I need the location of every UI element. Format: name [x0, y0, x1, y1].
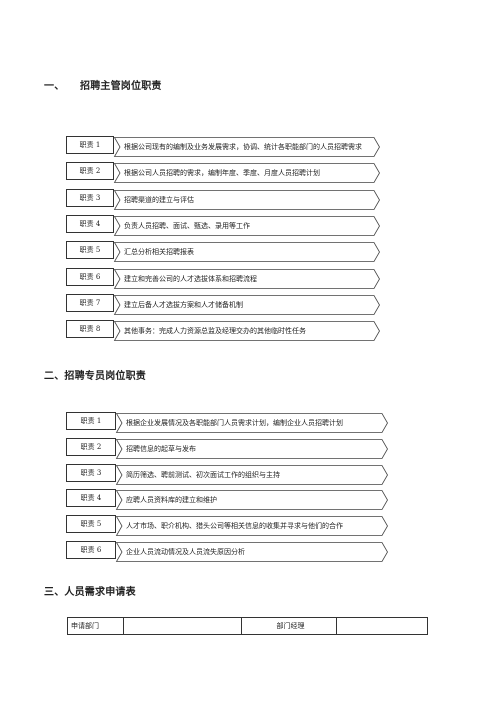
- section1-title: 招聘主管岗位职责: [80, 81, 162, 92]
- duty-text: 根据企业发展情况及各职能部门人员需求计划，编制企业人员招聘计划: [126, 419, 343, 427]
- duty-label: 职责 8: [66, 320, 114, 339]
- chevron-shape: [113, 215, 380, 236]
- duty-row: 职责 1 根据公司现有的编制及业务发展需求，协调、统计各职能部门的人员招聘需求: [66, 136, 380, 157]
- duty-label: 职责 4: [66, 489, 116, 508]
- chevron-shape: [113, 242, 380, 263]
- duty-arrow-box: 根据公司现有的编制及业务发展需求，协调、统计各职能部门的人员招聘需求: [113, 137, 380, 157]
- duty-label: 职责 1: [66, 412, 116, 430]
- chevron-shape: [115, 464, 388, 485]
- duty-arrow-box: 负责人员招聘、面试、甄选、录用等工作: [113, 215, 380, 236]
- chevron-shape: [115, 542, 388, 562]
- section2-title: 二、招聘专员岗位职责: [44, 371, 146, 382]
- personnel-request-table: 申请部门 部门经理: [67, 617, 428, 635]
- duty-label: 职责 5: [66, 241, 114, 260]
- duty-arrow-box: 招聘信息的起草与发布: [115, 438, 388, 459]
- chevron-shape: [113, 137, 380, 157]
- chevron-shape: [113, 268, 380, 289]
- duty-text: 建立后备人才选拔方案和人才储备机制: [124, 300, 243, 309]
- chevron-shape: [115, 438, 388, 459]
- duty-row: 职责 2 招聘信息的起草与发布: [66, 437, 388, 459]
- duty-row: 职责 4 负责人员招聘、面试、甄选、录用等工作: [66, 214, 380, 236]
- duty-row: 职责 8 其他事务：完成人力资源总监及经理交办的其他临时性任务: [66, 320, 380, 341]
- table-cell-manager-value[interactable]: [336, 617, 428, 635]
- duty-label: 职责 4: [66, 214, 114, 233]
- duty-row: 职责 4 应聘人员资料库的建立和维护: [66, 489, 388, 511]
- duty-label: 职责 6: [66, 541, 116, 559]
- duty-label: 职责 3: [66, 463, 116, 482]
- chevron-shape: [113, 294, 380, 315]
- duty-text: 建立和完善公司的人才选拔体系和招聘流程: [124, 274, 257, 283]
- chevron-shape: [113, 163, 380, 184]
- duty-label: 职责 3: [66, 188, 114, 207]
- section1-number: 一、: [44, 81, 65, 92]
- duty-row: 职责 2 根据公司人员招聘的需求，编制年度、季度、月度人员招聘计划: [66, 162, 380, 184]
- duty-arrow-box: 应聘人员资料库的建立和维护: [115, 490, 388, 511]
- duty-text: 人才市场、职介机构、猎头公司等相关信息的收集并寻求与他们的合作: [126, 522, 343, 531]
- duty-text: 根据公司人员招聘的需求，编制年度、季度、月度人员招聘计划: [124, 169, 320, 178]
- duty-label: 职责 2: [66, 437, 116, 456]
- duty-text: 招聘信息的起草与发布: [126, 444, 196, 453]
- section1-heading: 一、 招聘主管岗位职责: [44, 77, 162, 92]
- duty-label: 职责 7: [66, 293, 114, 312]
- duty-row: 职责 6 企业人员流动情况及人员流失原因分析: [66, 541, 388, 562]
- table-row: 申请部门 部门经理: [67, 617, 428, 635]
- duty-row: 职责 5 汇总分析相关招聘报表: [66, 241, 380, 263]
- duty-arrow-box: 其他事务：完成人力资源总监及经理交办的其他临时性任务: [113, 321, 380, 341]
- chevron-shape: [115, 413, 388, 433]
- duty-arrow-box: 招聘渠道的建立与评估: [113, 189, 380, 210]
- table-cell-manager-label: 部门经理: [241, 617, 337, 635]
- duty-label: 职责 2: [66, 162, 114, 181]
- table-cell-dept-value[interactable]: [123, 617, 242, 635]
- duty-arrow-box: 简历筛选、聘前测试、初次面试工作的组织与主持: [115, 464, 388, 485]
- section3-title: 三、人员需求申请表: [44, 587, 136, 598]
- duty-row: 职责 1 根据企业发展情况及各职能部门人员需求计划，编制企业人员招聘计划: [66, 412, 388, 433]
- duty-label: 职责 1: [66, 136, 114, 154]
- duty-label: 职责 5: [66, 515, 116, 534]
- duty-row: 职责 5 人才市场、职介机构、猎头公司等相关信息的收集并寻求与他们的合作: [66, 515, 388, 537]
- duty-arrow-box: 企业人员流动情况及人员流失原因分析: [115, 542, 388, 562]
- duty-row: 职责 6 建立和完善公司的人才选拔体系和招聘流程: [66, 267, 380, 289]
- chevron-shape: [115, 516, 388, 537]
- duty-text: 汇总分析相关招聘报表: [124, 248, 194, 257]
- duty-label: 职责 6: [66, 267, 114, 286]
- duty-arrow-box: 汇总分析相关招聘报表: [113, 242, 380, 263]
- duty-arrow-box: 建立后备人才选拔方案和人才储备机制: [113, 294, 380, 315]
- duty-arrow-box: 根据企业发展情况及各职能部门人员需求计划，编制企业人员招聘计划: [115, 413, 388, 433]
- duty-text: 负责人员招聘、面试、甄选、录用等工作: [124, 221, 250, 230]
- duty-text: 简历筛选、聘前测试、初次面试工作的组织与主持: [126, 470, 280, 479]
- duty-row: 职责 3 招聘渠道的建立与评估: [66, 188, 380, 210]
- duty-text: 根据公司现有的编制及业务发展需求，协调、统计各职能部门的人员招聘需求: [124, 143, 362, 151]
- duty-text: 企业人员流动情况及人员流失原因分析: [126, 548, 245, 556]
- chevron-shape: [113, 189, 380, 210]
- duty-row: 职责 7 建立后备人才选拔方案和人才储备机制: [66, 293, 380, 315]
- duty-text: 应聘人员资料库的建立和维护: [126, 496, 217, 505]
- table-cell-dept-label: 申请部门: [67, 617, 124, 635]
- duty-arrow-box: 建立和完善公司的人才选拔体系和招聘流程: [113, 268, 380, 289]
- duty-arrow-box: 人才市场、职介机构、猎头公司等相关信息的收集并寻求与他们的合作: [115, 516, 388, 537]
- duty-arrow-box: 根据公司人员招聘的需求，编制年度、季度、月度人员招聘计划: [113, 163, 380, 184]
- chevron-shape: [113, 321, 380, 341]
- chevron-shape: [115, 490, 388, 511]
- duty-text: 招聘渠道的建立与评估: [124, 195, 194, 204]
- duty-text: 其他事务：完成人力资源总监及经理交办的其他临时性任务: [124, 327, 306, 336]
- duty-row: 职责 3 简历筛选、聘前测试、初次面试工作的组织与主持: [66, 463, 388, 485]
